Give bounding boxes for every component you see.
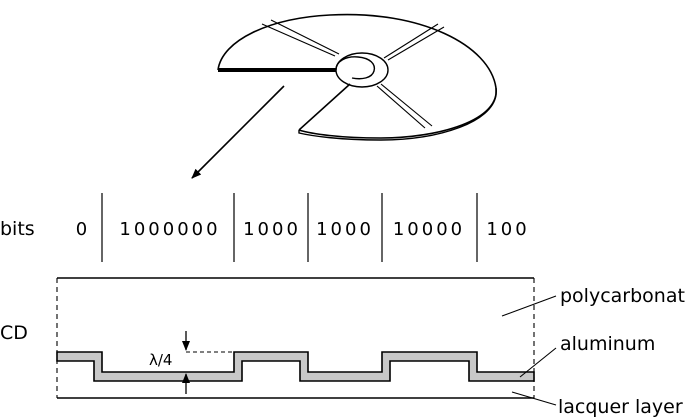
bit-group: 1000: [316, 219, 374, 240]
polycarbonate-label: polycarbonat: [560, 285, 685, 307]
lacquer-leader: [511, 391, 557, 406]
bit-group: 100: [486, 219, 529, 240]
bit-group: 1000: [243, 219, 301, 240]
aluminum-leader: [519, 347, 557, 378]
disc-sector-line: [261, 23, 336, 57]
disc-cut-edge-lower: [298, 83, 351, 131]
lacquer-label: lacquer layer: [558, 396, 683, 418]
depth-label: λ/4: [149, 351, 172, 369]
cd-disc-illustration: [217, 13, 497, 141]
aluminum-layer: [56, 351, 535, 382]
disc-sector-line: [387, 26, 445, 61]
bit-group: 10000: [393, 219, 465, 240]
disc-outer-rim-bottom: [298, 87, 497, 139]
aluminum-label: aluminum: [560, 333, 655, 355]
bits-label: bits: [0, 218, 35, 240]
disc-sector-line: [270, 19, 340, 55]
bit-group: 1000000: [119, 219, 220, 240]
polycarbonate-leader: [501, 295, 557, 317]
disc-sector-line: [383, 23, 439, 59]
zoom-arrow: [191, 85, 285, 179]
bits-row: bits 0 1000000 1000 1000 10000 100: [0, 193, 529, 262]
disc-outer-rim-top: [217, 13, 497, 89]
disc-sector-line: [376, 85, 426, 129]
cd-label: CD: [0, 322, 28, 344]
disc-thickness-edge: [298, 88, 497, 141]
bit-group: 0: [76, 219, 90, 240]
disc-sector-line: [380, 83, 433, 127]
disc-centre-hole: [335, 56, 376, 80]
cd-cross-section: CD λ/4 polycarbonat aluminum lacquer lay…: [0, 277, 685, 418]
